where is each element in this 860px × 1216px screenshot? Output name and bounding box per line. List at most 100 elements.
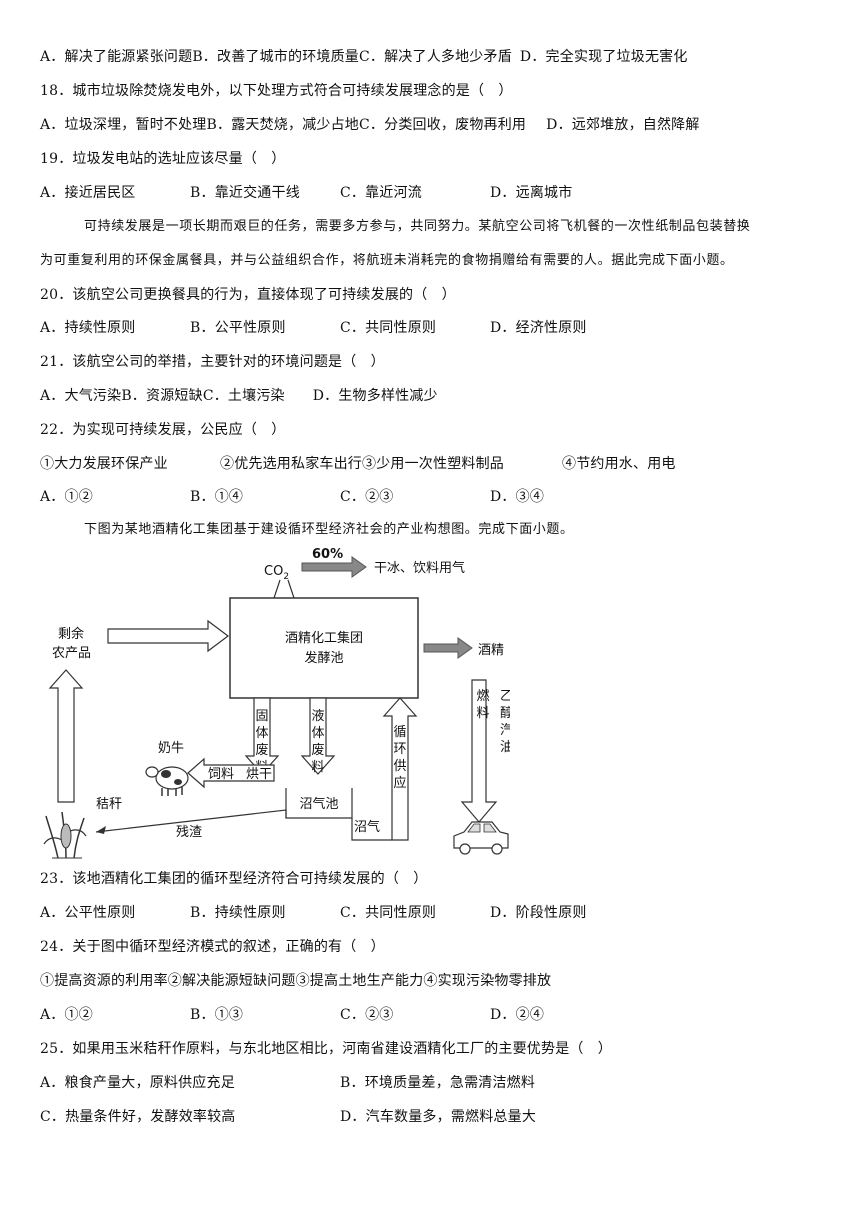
q23-stem: 23．该地酒精化工集团的循环型经济符合可持续发展的（ ）	[40, 871, 428, 887]
diagram-center-line2: 发酵池	[304, 650, 343, 666]
q23-option-d: D．阶段性原则	[490, 905, 587, 921]
diagram-car-arrow	[460, 679, 498, 823]
diagram-biogas-pool-box	[285, 788, 353, 819]
q23-option-a: A．公平性原则	[40, 905, 136, 921]
diagram-biogas-line	[351, 818, 392, 841]
q18-option-b: B．露天焚烧，减少占地	[206, 117, 360, 133]
q20-option-d: D．经济性原则	[490, 320, 587, 336]
q21-option-d: D．生物多样性减少	[312, 388, 438, 404]
diagram-dry-label: 烘干	[246, 767, 272, 782]
q20-options: A．持续性原则 B．公平性原则 C．共同性原则 D．经济性原则	[40, 318, 587, 338]
q20-option-a: A．持续性原则	[40, 320, 136, 336]
passage1-line1: 可持续发展是一项长期而艰巨的任务，需要多方参与，共同努力。某航空公司将飞机餐的一…	[84, 219, 751, 234]
diagram-ethanol-char1: 乙	[500, 689, 510, 704]
q24-option-b: B．①③	[190, 1007, 244, 1023]
diagram-ethanol-char4: 油	[500, 740, 510, 755]
q18-option-d: D．远郊堆放，自然降解	[546, 117, 700, 133]
q21-option-b: B．资源短缺	[121, 388, 203, 404]
q22-statement-1: ①大力发展环保产业	[40, 456, 168, 472]
q19-stem: 19．垃圾发电站的选址应该尽量（ ）	[40, 151, 286, 167]
q17-option-d: D．完全实现了垃圾无害化	[519, 49, 688, 65]
q19-option-d: D．远离城市	[490, 185, 573, 201]
diagram-fuel-char1: 燃	[476, 688, 489, 704]
diagram-feed-label: 饲料	[208, 767, 234, 782]
diagram-ethanol-char2: 醇	[500, 705, 510, 721]
diagram-biogas-pool-label: 沼气池	[299, 796, 338, 812]
diagram-svg: CO2 60% 干冰、饮料用气 酒精化工集团 发酵池 剩余 农产品 酒精 燃 料	[43, 547, 513, 859]
diagram-straw-label: 秸秆	[96, 797, 122, 812]
diagram-cycle-char3: 供	[393, 759, 406, 774]
diagram-cycle-char4: 应	[393, 775, 406, 791]
q21-option-c: C．土壤污染	[202, 388, 285, 404]
diagram-co2-connector	[273, 579, 295, 599]
q22-option-c: C．②③	[340, 489, 394, 505]
q18-stem: 18．城市垃圾除焚烧发电外，以下处理方式符合可持续发展理念的是（ ）	[40, 83, 513, 99]
q24-option-a: A．①②	[40, 1007, 93, 1023]
diagram-straw-arrow	[48, 669, 84, 803]
q24-options: A．①② B．①③ C．②③ D．②④	[40, 1005, 544, 1025]
passage2: 下图为某地酒精化工集团基于建设循环型经济社会的产业构想图。完成下面小题。	[84, 522, 574, 537]
q22-statements: ①大力发展环保产业 ②优先选用私家车出行③少用一次性塑料制品 ④节约用水、用电	[40, 454, 676, 474]
q25-option-d: D．汽车数量多，需燃料总量大	[340, 1109, 537, 1125]
corn-plant-icon	[43, 811, 87, 859]
diagram-biogas-label: 沼气	[354, 819, 380, 835]
q23-option-b: B．持续性原则	[190, 905, 286, 921]
q17-option-a: A．解决了能源紧张问题	[40, 49, 193, 65]
q17-option-b: B．改善了城市的环境质量	[192, 49, 359, 65]
diagram-solid-char3: 废	[255, 742, 268, 758]
q22-statement-2: ②优先选用私家车出行	[220, 456, 362, 472]
q23-options: A．公平性原则 B．持续性原则 C．共同性原则 D．阶段性原则	[40, 903, 587, 923]
q19-option-b: B．靠近交通干线	[190, 185, 300, 201]
diagram-feed-arrow	[187, 757, 275, 789]
diagram-liquid-waste-arrow	[300, 697, 336, 775]
q21-option-a: A．大气污染	[40, 388, 122, 404]
diagram-solid-char1: 固	[255, 709, 268, 724]
diagram-input-arrow	[107, 619, 229, 653]
circular-economy-diagram: CO2 60% 干冰、饮料用气 酒精化工集团 发酵池 剩余 农产品 酒精 燃 料	[40, 540, 513, 860]
q21-stem: 21．该航空公司的举措，主要针对的环境问题是（ ）	[40, 354, 385, 370]
diagram-ethanol-char3: 汽	[500, 723, 510, 738]
q24-option-c: C．②③	[340, 1007, 394, 1023]
diagram-residue-line	[95, 809, 287, 833]
diagram-fermentation-box	[229, 597, 419, 699]
diagram-cycle-char1: 循	[393, 725, 406, 740]
q22-option-a: A．①②	[40, 489, 93, 505]
diagram-surplus-line2: 农产品	[52, 646, 91, 661]
car-icon	[453, 821, 509, 855]
q22-statement-4: ④节约用水、用电	[562, 456, 676, 472]
diagram-alcohol-arrow	[423, 637, 473, 659]
diagram-liquid-char3: 废	[311, 742, 324, 758]
diagram-residue-arrowhead	[96, 826, 106, 834]
q22-statement-3: ③少用一次性塑料制品	[362, 456, 504, 472]
q24-stem: 24．关于图中循环型经济模式的叙述，正确的有（ ）	[40, 939, 385, 955]
q22-stem: 22．为实现可持续发展，公民应（ ）	[40, 422, 286, 438]
q20-option-c: C．共同性原则	[340, 320, 437, 336]
diagram-liquid-char2: 体	[311, 726, 324, 741]
q23-option-c: C．共同性原则	[340, 905, 437, 921]
diagram-cow-label: 奶牛	[158, 741, 184, 756]
q21-options: A．大气污染B．资源短缺C．土壤污染 D．生物多样性减少	[40, 386, 438, 406]
q19-option-c: C．靠近河流	[340, 185, 422, 201]
diagram-solid-char2: 体	[255, 726, 268, 741]
diagram-co2-arrow	[301, 556, 367, 578]
diagram-liquid-char1: 液	[311, 709, 324, 724]
diagram-fuel-char2: 料	[476, 706, 489, 721]
cow-icon	[145, 766, 189, 796]
q22-option-d: D．③④	[490, 489, 545, 505]
diagram-alcohol-label: 酒精	[478, 643, 504, 658]
passage1-line2: 为可重复利用的环保金属餐具，并与公益组织合作，将航班未消耗完的食物捐赠给有需要的…	[40, 253, 734, 268]
q25-option-c: C．热量条件好，发酵效率较高	[40, 1109, 236, 1125]
q24-option-d: D．②④	[490, 1007, 545, 1023]
diagram-surplus-line1: 剩余	[58, 626, 84, 642]
q25-stem: 25．如果用玉米秸秆作原料，与东北地区相比，河南省建设酒精化工厂的主要优势是（ …	[40, 1041, 613, 1057]
q18-option-a: A．垃圾深埋，暂时不处理	[40, 117, 207, 133]
diagram-percent-label: 60%	[312, 547, 343, 562]
q20-option-b: B．公平性原则	[190, 320, 286, 336]
q24-statements: ①提高资源的利用率②解决能源短缺问题③提高土地生产能力④实现污染物零排放	[40, 973, 552, 989]
